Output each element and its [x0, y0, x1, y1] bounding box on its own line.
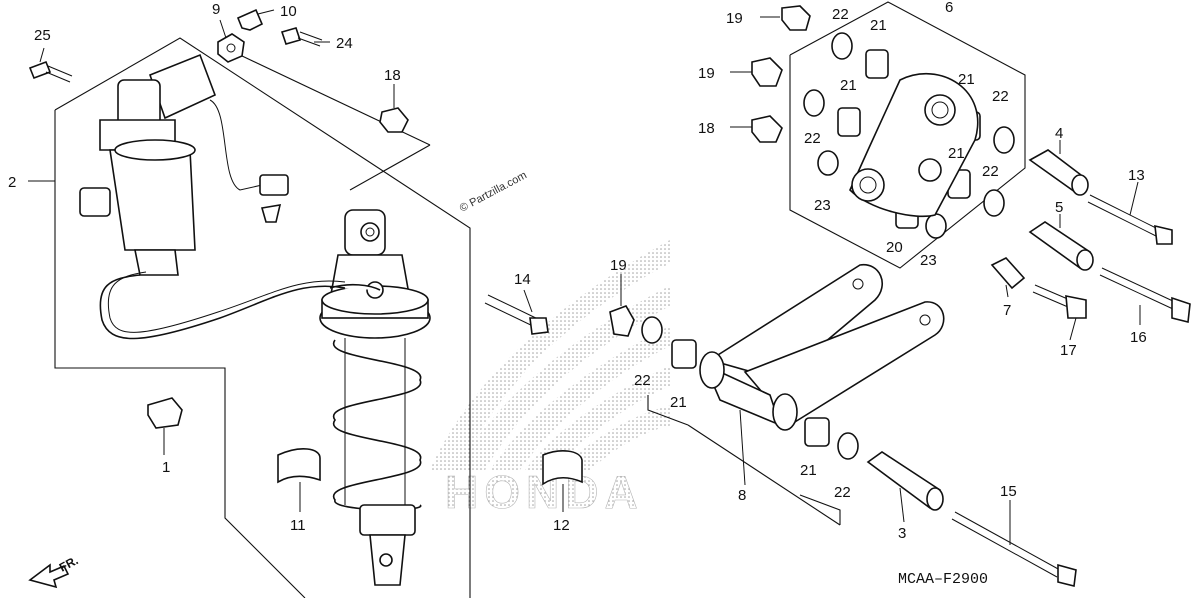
- callout-14[interactable]: 14: [514, 271, 531, 288]
- collar-5: [1028, 221, 1094, 271]
- nut-19-lower: [609, 305, 635, 337]
- assembly-frame-8: [647, 395, 841, 526]
- assembly-frame-6: [789, 1, 1026, 269]
- nut-19-top: [781, 5, 811, 31]
- callout-11[interactable]: 11: [290, 517, 306, 534]
- nut-18-right: [751, 115, 783, 143]
- leader-lines: [39, 9, 1141, 545]
- callout-4[interactable]: 4: [1055, 125, 1063, 142]
- clamp-1: [147, 397, 183, 429]
- callout-22-e[interactable]: 22: [634, 372, 651, 389]
- callout-25[interactable]: 25: [34, 27, 51, 44]
- collar-4: [1028, 149, 1089, 196]
- bolt-17: [1032, 284, 1087, 319]
- callout-20[interactable]: 20: [886, 239, 903, 256]
- honda-wordmark: HONDA: [445, 466, 644, 518]
- nut-9: [217, 33, 245, 63]
- callout-23-b[interactable]: 23: [920, 252, 937, 269]
- callout-18-upper[interactable]: 18: [384, 67, 401, 84]
- connecting-rod-8: [699, 264, 945, 431]
- bolt-13: [1087, 194, 1173, 245]
- callout-24[interactable]: 24: [336, 35, 353, 52]
- clip-10: [236, 8, 264, 31]
- callout-10[interactable]: 10: [280, 3, 297, 20]
- link-6: [849, 72, 979, 218]
- callout-22-c[interactable]: 22: [992, 88, 1009, 105]
- callout-21-c[interactable]: 21: [958, 71, 975, 88]
- callout-labels: 1 2 3 4 5 6 7 8 9 10 11 12 13 14 15 16 1…: [8, 0, 1147, 542]
- rear-shock-absorber: [319, 209, 431, 586]
- callout-13[interactable]: 13: [1128, 167, 1145, 184]
- callout-12[interactable]: 12: [553, 517, 570, 534]
- callout-21-e[interactable]: 21: [670, 394, 687, 411]
- collar-7: [990, 257, 1026, 290]
- callout-5[interactable]: 5: [1055, 199, 1063, 216]
- callout-2[interactable]: 2: [8, 174, 16, 191]
- callout-21-f[interactable]: 21: [800, 462, 817, 479]
- callout-21-b[interactable]: 21: [840, 77, 857, 94]
- callout-23-a[interactable]: 23: [814, 197, 831, 214]
- nut-18-upper: [379, 107, 409, 133]
- callout-7[interactable]: 7: [1003, 302, 1011, 319]
- callout-3[interactable]: 3: [898, 525, 906, 542]
- callout-22-b[interactable]: 22: [804, 130, 821, 147]
- bolt-25: [28, 60, 73, 83]
- callout-16[interactable]: 16: [1130, 329, 1147, 346]
- cover-12: [542, 450, 583, 486]
- callout-8[interactable]: 8: [738, 487, 746, 504]
- callout-21-d[interactable]: 21: [948, 145, 965, 162]
- collar-3: [866, 451, 944, 511]
- front-direction-indicator: FR.: [28, 553, 80, 589]
- callout-19-lower[interactable]: 19: [610, 257, 627, 274]
- shock-adjuster-motor: [79, 53, 346, 340]
- bolt-15: [951, 511, 1077, 587]
- callout-17[interactable]: 17: [1060, 342, 1077, 359]
- front-arrow-icon: [28, 563, 70, 589]
- callout-22-d[interactable]: 22: [982, 163, 999, 180]
- callout-6[interactable]: 6: [945, 0, 953, 16]
- callout-15[interactable]: 15: [1000, 483, 1017, 500]
- callout-9[interactable]: 9: [212, 1, 220, 18]
- callout-18-right[interactable]: 18: [698, 120, 715, 137]
- cover-11: [277, 448, 321, 484]
- callout-22-f[interactable]: 22: [834, 484, 851, 501]
- nut-19-mid: [751, 57, 783, 87]
- bolt-14: [484, 294, 549, 335]
- partzilla-watermark: © Partzilla.com: [458, 169, 529, 214]
- callout-19-mid[interactable]: 19: [698, 65, 715, 82]
- bolt-24: [280, 27, 323, 47]
- callout-21-a[interactable]: 21: [870, 17, 887, 34]
- callout-22-a[interactable]: 22: [832, 6, 849, 23]
- bearings-rod: [641, 316, 859, 460]
- callout-1[interactable]: 1: [162, 459, 170, 476]
- bolt-16: [1099, 267, 1191, 323]
- callout-19-top[interactable]: 19: [726, 10, 743, 27]
- assembly-frame-2: [28, 37, 471, 598]
- diagram-code: MCAA–F2900: [898, 571, 988, 588]
